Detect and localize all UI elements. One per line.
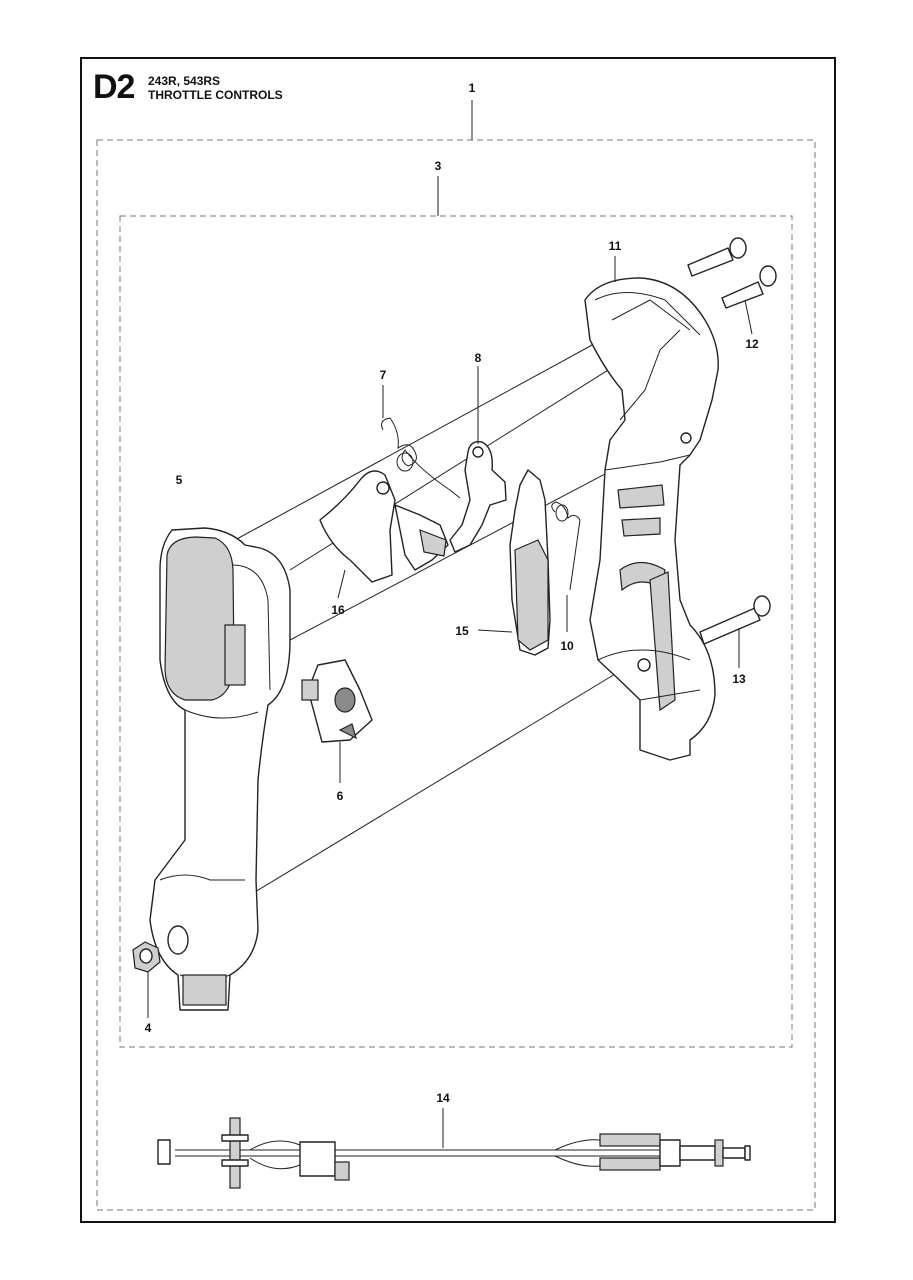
callout-3: 3 [435,159,442,173]
nut [132,941,161,973]
page-code: D2 [93,68,135,106]
callout-11: 11 [609,239,622,253]
callout-15: 15 [455,624,469,638]
callout-14: 14 [436,1091,450,1105]
callout-8: 8 [475,351,482,365]
handle-half-housing [584,277,719,761]
leader-16 [337,569,346,599]
callout-1: 1 [469,81,476,95]
assembly-3-boundary [119,215,793,1048]
callout-10: 10 [560,639,574,653]
callout-5: 5 [176,473,183,487]
callout-13: 13 [732,672,746,686]
callout-12: 12 [745,337,759,351]
screws-upper [687,237,777,309]
callout-6: 6 [337,789,344,803]
lever-spring [381,417,461,499]
page-frame [80,57,836,1223]
stop-switch [301,659,373,743]
callout-7: 7 [380,368,387,382]
throttle-link [449,441,507,553]
callout-16: 16 [331,603,345,617]
throttle-lock-lever [319,470,449,583]
trigger-spring [551,501,581,591]
model-numbers: 243R, 543RS [148,74,221,88]
throttle-trigger [509,469,551,656]
diagram-title: THROTTLE CONTROLS [148,88,283,102]
assembly-1-boundary [96,139,816,1211]
callout-4: 4 [145,1021,152,1035]
screw-lower [699,595,771,645]
handle-housing [149,527,291,1011]
leader-15 [477,629,513,633]
leader-12 [744,299,753,335]
throttle-cable [157,1117,751,1189]
